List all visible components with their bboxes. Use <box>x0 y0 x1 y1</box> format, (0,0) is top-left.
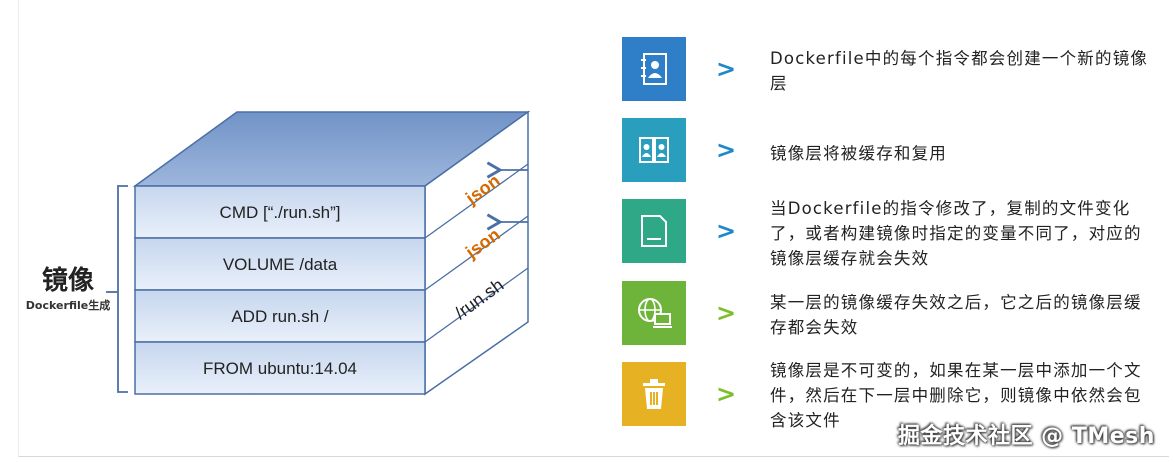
layer-label-from: FROM ubuntu:14.04 <box>202 359 358 378</box>
image-title: 镜像 <box>41 266 94 296</box>
contacts-icon <box>622 118 686 182</box>
layer-label-volume: VOLUME /data <box>222 255 338 274</box>
chevron-right-icon: > <box>716 55 737 83</box>
layer-box-cmd <box>134 185 426 239</box>
side-separator <box>424 215 529 291</box>
layers-bracket <box>117 185 128 393</box>
image-label: 镜像 Dockerfile生成 <box>22 264 114 314</box>
layer-label-add: ADD run.sh / <box>231 307 329 326</box>
network-icon <box>622 281 686 345</box>
point-1-text: Dockerfile中的每个指令都会创建一个新的镜像层 <box>770 49 1149 93</box>
side-separator <box>424 267 529 343</box>
contact-book-icon <box>622 37 686 101</box>
layer-label-cmd: CMD [“./run.sh”] <box>219 203 341 222</box>
layer-box-from <box>134 341 426 395</box>
document-icon <box>622 199 686 263</box>
figure-frame <box>18 0 1169 457</box>
trash-icon <box>622 362 686 426</box>
image-subtitle: Dockerfile生成 <box>25 299 111 312</box>
point-4-text: 某一层的镜像缓存失效之后，它之后的镜像层缓存都会失效 <box>770 293 1142 337</box>
watermark: 掘金技术社区 @ TMesh <box>898 424 1155 449</box>
point-2-text: 镜像层将被缓存和复用 <box>770 144 947 163</box>
side-separator <box>424 163 529 239</box>
chevron-right-icon: > <box>716 217 737 245</box>
chevron-right-icon: > <box>716 380 737 408</box>
point-3-text: 当Dockerfile的指令修改了，复制的文件变化了，或者构建镜像时指定的变量不… <box>770 199 1142 268</box>
chevron-right-icon: > <box>716 299 737 327</box>
point-5-text: 镜像层是不可变的，如果在某一层中添加一个文件，然后在下一层中删除它，则镜像中依然… <box>770 361 1142 430</box>
chevron-right-icon: > <box>716 136 737 164</box>
